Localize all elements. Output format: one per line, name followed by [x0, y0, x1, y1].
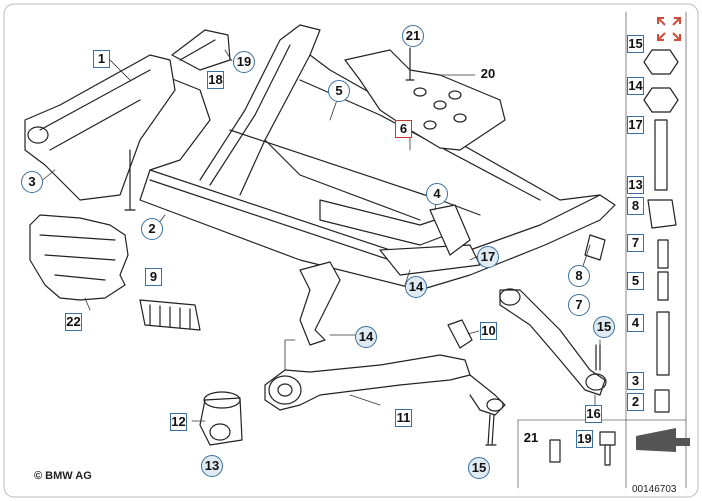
callout-3[interactable]: 3: [21, 171, 43, 193]
callout-16[interactable]: 16: [585, 405, 602, 423]
callout-7[interactable]: 7: [568, 294, 590, 316]
callout-10[interactable]: 10: [480, 322, 497, 340]
callout-5[interactable]: 5: [328, 80, 350, 102]
parts-column-8[interactable]: 8: [627, 197, 644, 215]
callout-8[interactable]: 8: [568, 265, 590, 287]
engine-support-left: [24, 54, 176, 211]
bottom-row-19[interactable]: 19: [576, 430, 593, 448]
expand-icon[interactable]: [656, 16, 682, 42]
callout-14a[interactable]: 14: [405, 276, 427, 298]
cap-10: [447, 319, 473, 349]
callout-20[interactable]: 20: [480, 66, 496, 81]
callout-6[interactable]: 6: [395, 120, 412, 138]
direction-arrow: [636, 432, 690, 452]
callout-1[interactable]: 1: [93, 50, 110, 68]
parts-column-17[interactable]: 17: [627, 116, 644, 134]
callout-14b[interactable]: 14: [355, 326, 377, 348]
parts-column-15[interactable]: 15: [627, 35, 644, 53]
bottom-fasteners: [549, 428, 676, 466]
heat-shield-22: [29, 214, 129, 301]
guide-9: [139, 299, 201, 331]
parts-column-5[interactable]: 5: [627, 272, 644, 290]
callout-12[interactable]: 12: [170, 413, 187, 431]
bracket-18: [171, 29, 231, 71]
callout-15a[interactable]: 15: [593, 316, 615, 338]
callout-13[interactable]: 13: [201, 455, 223, 477]
wishbone-11: [264, 354, 506, 446]
callout-18[interactable]: 18: [207, 71, 224, 89]
tension-strut-16: [499, 288, 607, 396]
parts-column-13[interactable]: 13: [627, 176, 644, 194]
parts-column-7[interactable]: 7: [627, 234, 644, 252]
callout-17[interactable]: 17: [477, 246, 499, 268]
callout-9[interactable]: 9: [145, 268, 162, 286]
diagram-number: 00146703: [632, 484, 677, 495]
rubber-mount-12: [199, 391, 243, 446]
stiffening-plate-20: [344, 47, 506, 151]
parts-column-14[interactable]: 14: [627, 77, 644, 95]
bottom-row-21[interactable]: 21: [523, 430, 539, 445]
diagram-frame: [3, 3, 699, 498]
parts-column-4[interactable]: 4: [627, 314, 644, 332]
callout-11[interactable]: 11: [395, 409, 412, 427]
callout-4[interactable]: 4: [426, 183, 448, 205]
callout-21[interactable]: 21: [402, 25, 424, 47]
fastener-column: [643, 49, 679, 413]
copyright-text: © BMW AG: [34, 470, 92, 482]
parts-column-2[interactable]: 2: [627, 393, 644, 411]
callout-15b[interactable]: 15: [468, 457, 490, 479]
parts-column-3[interactable]: 3: [627, 372, 644, 390]
callout-22[interactable]: 22: [65, 313, 82, 331]
callout-2[interactable]: 2: [141, 218, 163, 240]
callout-19[interactable]: 19: [233, 51, 255, 73]
